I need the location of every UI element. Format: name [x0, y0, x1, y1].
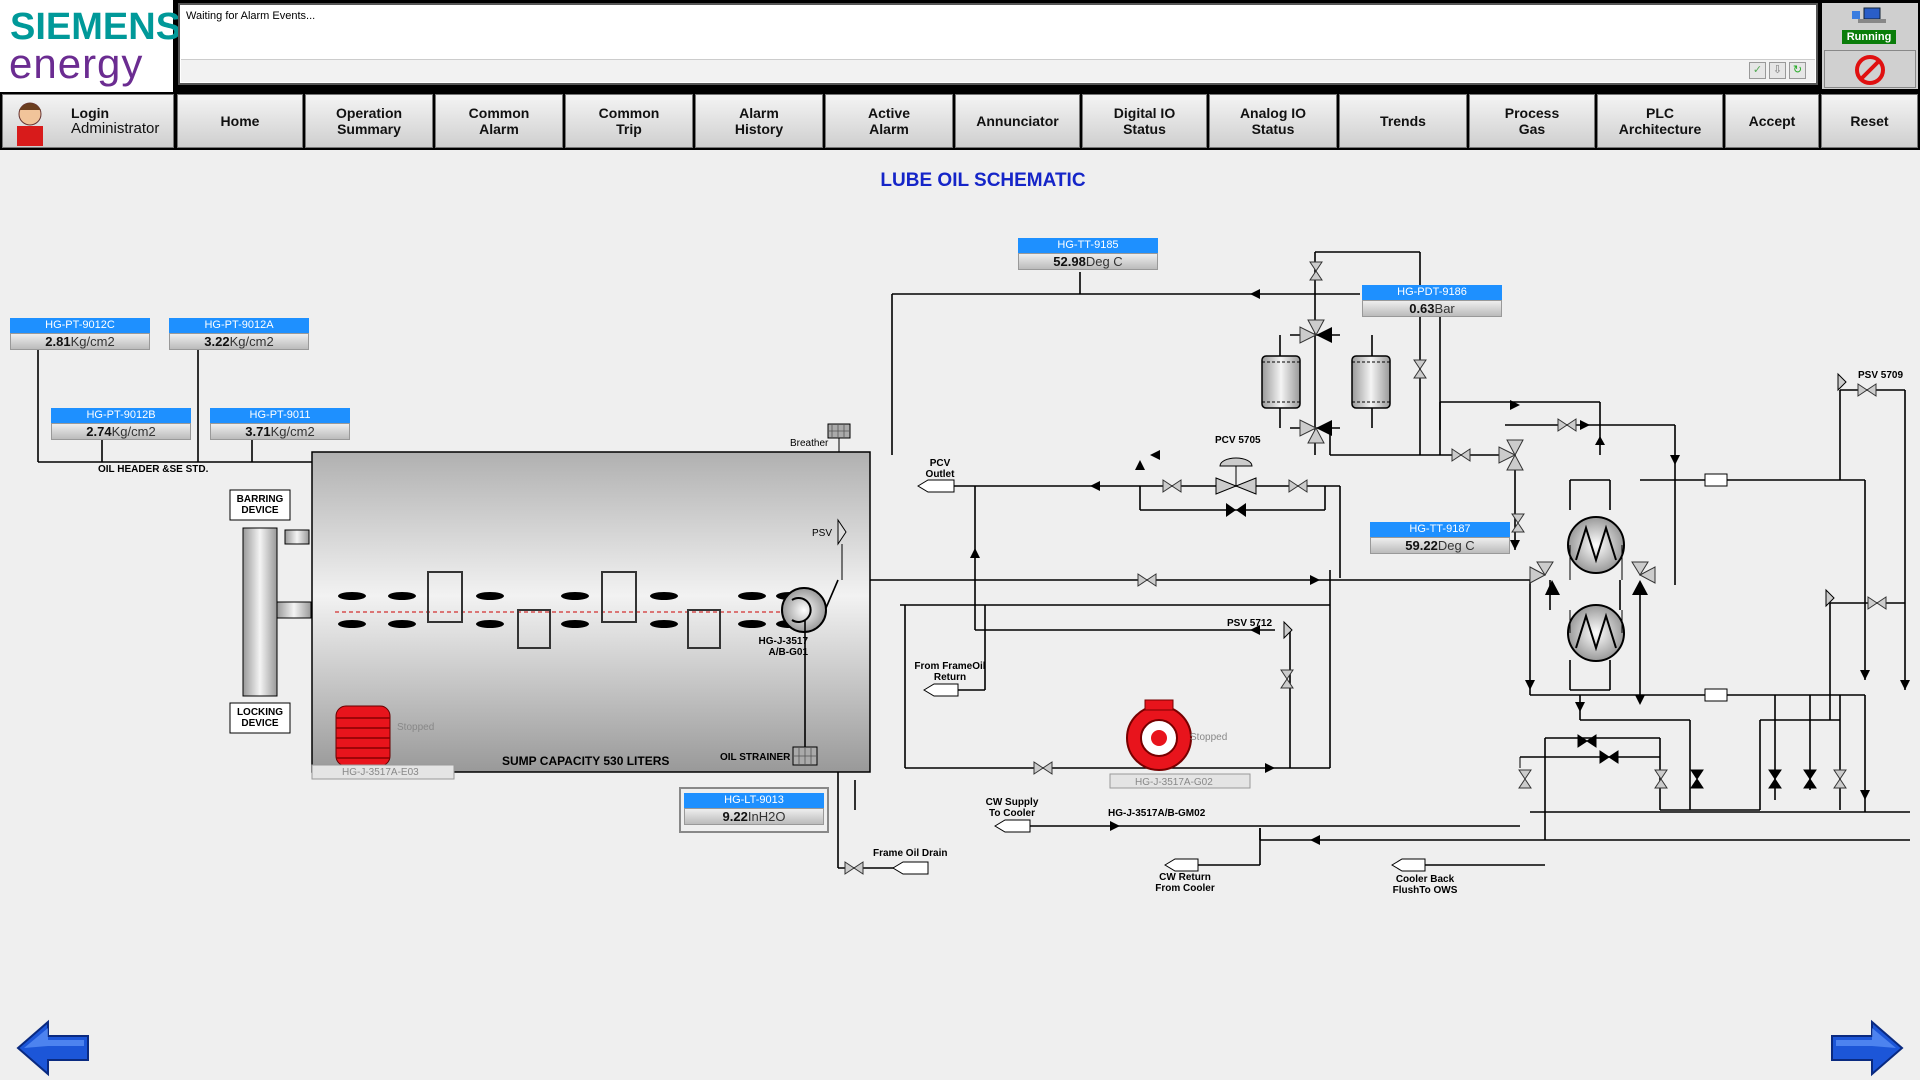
cooler-back-flush-label: Cooler Back FlushTo OWS	[1392, 874, 1458, 896]
network-icon	[1852, 7, 1886, 23]
lube-oil-schematic	[37, 251, 1910, 875]
nav-home[interactable]: Home	[177, 94, 303, 148]
tag-name: HG-TT-9187	[1370, 522, 1510, 537]
tag-name: HG-PT-9012B	[51, 408, 191, 423]
acknowledge-icon[interactable]: ✓	[1749, 62, 1766, 79]
gm02-label: HG-J-3517A/B-GM02	[1108, 808, 1206, 819]
tag-unit: Kg/cm2	[229, 334, 274, 349]
pump-e03-status: Stopped	[397, 722, 435, 733]
tag-tt9185[interactable]: HG-TT-9185 52.98Deg C	[1018, 238, 1158, 272]
tag-value: 9.22	[722, 809, 748, 824]
tag-name: HG-TT-9185	[1018, 238, 1158, 253]
user-name: Administrator	[71, 120, 160, 137]
tag-name: HG-PT-9012A	[169, 318, 309, 333]
tag-value: 2.81	[45, 334, 71, 349]
main-pump-label: HG-J-3517 A/B-G01	[758, 636, 808, 658]
nav-trends[interactable]: Trends	[1339, 94, 1467, 148]
stop-icon	[1855, 55, 1885, 85]
tag-pt9011[interactable]: HG-PT-9011 3.71Kg/cm2	[210, 408, 350, 442]
nav-active-alarm[interactable]: Active Alarm	[825, 94, 953, 148]
nav-common-trip[interactable]: Common Trip	[565, 94, 693, 148]
login-label: Login	[71, 105, 110, 121]
pump-g02-status: Stopped	[1190, 732, 1228, 743]
siemens-energy-logo: SIEMENS energy	[0, 0, 181, 92]
alarm-toolbar	[181, 59, 1815, 82]
previous-page-button[interactable]	[16, 1018, 90, 1078]
tag-lt9013[interactable]: HG-LT-9013 9.22InH2O	[684, 793, 824, 827]
alarm-message: Waiting for Alarm Events...	[186, 10, 316, 22]
tag-name: HG-LT-9013	[684, 793, 824, 808]
alarm-event-panel[interactable]: Waiting for Alarm Events... ✓ ⇩ ↻	[178, 3, 1818, 85]
tag-name: HG-PT-9011	[210, 408, 350, 423]
tag-unit: Deg C	[1437, 538, 1475, 553]
page-title: LUBE OIL SCHEMATIC	[880, 170, 1086, 191]
tag-value: 3.22	[204, 334, 230, 349]
oil-strainer-label: OIL STRAINER	[720, 752, 791, 763]
psv-5712-label: PSV 5712	[1227, 618, 1273, 629]
tag-name: HG-PT-9012C	[10, 318, 150, 333]
nav-reset[interactable]: Reset	[1821, 94, 1918, 148]
tag-pt9012b[interactable]: HG-PT-9012B 2.74Kg/cm2	[51, 408, 191, 442]
tag-pdt9186[interactable]: HG-PDT-9186 0.63Bar	[1362, 285, 1502, 319]
logo-siemens: SIEMENS	[10, 6, 182, 48]
psv-label: PSV	[812, 528, 833, 539]
frame-oil-drain-label: Frame Oil Drain	[873, 848, 948, 859]
tag-unit: Kg/cm2	[70, 334, 115, 349]
tag-pt9012c[interactable]: HG-PT-9012C 2.81Kg/cm2	[10, 318, 150, 352]
user-avatar-icon	[17, 102, 43, 146]
tag-unit: InH2O	[747, 809, 786, 824]
nav-analog-io-status[interactable]: Analog IO Status	[1209, 94, 1337, 148]
tag-name: HG-PDT-9186	[1362, 285, 1502, 300]
nav-plc-architecture[interactable]: PLC Architecture	[1597, 94, 1723, 148]
running-status-badge: Running	[1842, 30, 1896, 44]
nav-common-alarm[interactable]: Common Alarm	[435, 94, 563, 148]
nav-digital-io-status[interactable]: Digital IO Status	[1082, 94, 1207, 148]
next-page-button[interactable]	[1830, 1018, 1904, 1078]
barring-device-label: BARRING DEVICE	[236, 494, 284, 516]
psv-5709-label: PSV 5709	[1858, 370, 1904, 381]
nav-operation-summary[interactable]: Operation Summary	[305, 94, 433, 148]
breather-label: Breather	[790, 438, 829, 449]
nav-process-gas[interactable]: Process Gas	[1469, 94, 1595, 148]
pcv-outlet-label: PCV Outlet	[925, 458, 955, 480]
tag-unit: Deg C	[1085, 254, 1123, 269]
tag-tt9187[interactable]: HG-TT-9187 59.22Deg C	[1370, 522, 1510, 556]
nav-accept[interactable]: Accept	[1725, 94, 1819, 148]
pcv-5705-label: PCV 5705	[1215, 435, 1261, 446]
locking-device-label: LOCKING DEVICE	[236, 707, 284, 729]
pump-e03-label: HG-J-3517A-E03	[342, 767, 419, 778]
refresh-icon[interactable]: ↻	[1789, 62, 1806, 79]
nav-alarm-history[interactable]: Alarm History	[695, 94, 823, 148]
tag-unit: Kg/cm2	[270, 424, 315, 439]
tag-unit: Bar	[1434, 301, 1455, 316]
tag-value: 2.74	[86, 424, 112, 439]
pump-g02-label: HG-J-3517A-G02	[1135, 777, 1213, 788]
tag-value: 52.98	[1053, 254, 1086, 269]
sump-capacity-label: SUMP CAPACITY 530 LITERS	[502, 754, 670, 768]
from-frame-oil-label: From FrameOil Return	[914, 661, 986, 683]
tag-value: 0.63	[1409, 301, 1435, 316]
cw-supply-label: CW Supply To Cooler	[985, 797, 1039, 819]
stop-button[interactable]	[1824, 50, 1916, 88]
tag-unit: Kg/cm2	[111, 424, 156, 439]
nav-annunciator[interactable]: Annunciator	[955, 94, 1080, 148]
tag-value: 3.71	[245, 424, 271, 439]
cw-return-label: CW Return From Cooler	[1155, 872, 1215, 894]
logo-energy: energy	[9, 40, 144, 87]
tag-pt9012a[interactable]: HG-PT-9012A 3.22Kg/cm2	[169, 318, 309, 352]
tag-value: 59.22	[1405, 538, 1438, 553]
lock-icon[interactable]: ⇩	[1769, 62, 1786, 79]
oil-header-label: OIL HEADER &SE STD.	[98, 464, 209, 475]
